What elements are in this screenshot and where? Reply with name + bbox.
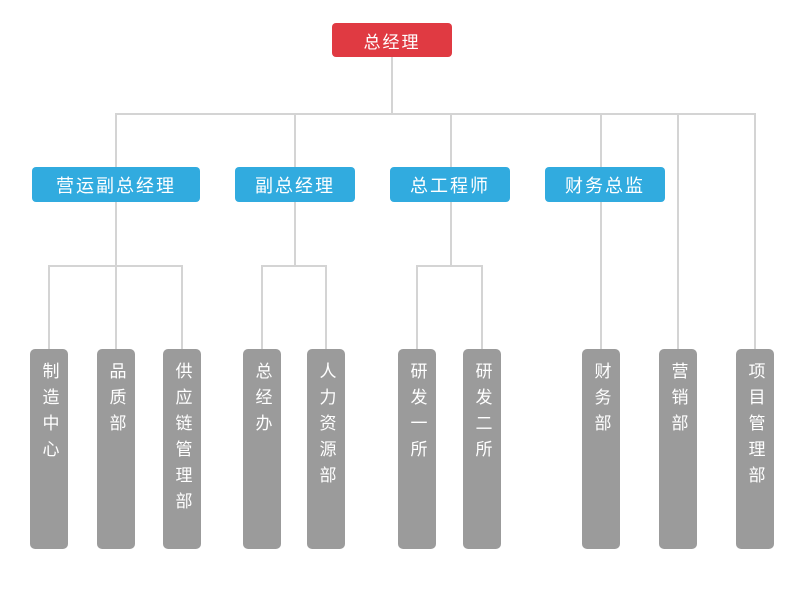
node-general-manager[interactable]: 总经理 (332, 23, 452, 57)
connector-operations-stem (115, 202, 117, 267)
dept-marketing[interactable]: 营销部 (659, 349, 697, 549)
connector-drop-supply-chain (181, 266, 183, 350)
connector-drop-manufacturing (48, 266, 50, 350)
node-general-manager-label: 总经理 (363, 32, 421, 52)
connector-drop-rd-institute-2 (481, 266, 483, 350)
connector-top-horizontal (115, 113, 756, 115)
dept-supply-chain-label: 供应链管理部 (172, 362, 192, 518)
node-deputy-gm-label: 副总经理 (255, 175, 335, 196)
dept-rd-institute-1-label: 研发一所 (407, 362, 427, 466)
dept-quality[interactable]: 品质部 (97, 349, 135, 549)
node-finance-director-label: 财务总监 (565, 175, 645, 196)
connector-drop-operations-vp (115, 114, 117, 167)
dept-finance[interactable]: 财务部 (582, 349, 620, 549)
dept-manufacturing-center[interactable]: 制造中心 (30, 349, 68, 549)
node-chief-engineer-label: 总工程师 (410, 175, 490, 196)
connector-drop-quality (115, 266, 117, 350)
connector-drop-marketing (677, 114, 679, 350)
connector-chief-stem (450, 202, 452, 267)
connector-root-stem (391, 57, 393, 115)
dept-hr-label: 人力资源部 (316, 362, 336, 492)
connector-drop-hr (325, 266, 327, 350)
node-operations-vp-label: 营运副总经理 (56, 175, 176, 196)
connector-drop-project-management (754, 114, 756, 350)
connector-drop-finance-director (600, 114, 602, 167)
dept-gm-office[interactable]: 总经办 (243, 349, 281, 549)
dept-gm-office-label: 总经办 (252, 362, 272, 440)
connector-drop-deputy-gm (294, 114, 296, 167)
node-chief-engineer[interactable]: 总工程师 (390, 167, 510, 202)
dept-hr[interactable]: 人力资源部 (307, 349, 345, 549)
connector-drop-chief-engineer (450, 114, 452, 167)
connector-chief-horizontal (416, 265, 483, 267)
dept-project-management-label: 项目管理部 (745, 362, 765, 492)
dept-marketing-label: 营销部 (668, 362, 688, 440)
node-deputy-gm[interactable]: 副总经理 (235, 167, 355, 202)
connector-drop-gm-office (261, 266, 263, 350)
dept-rd-institute-1[interactable]: 研发一所 (398, 349, 436, 549)
dept-rd-institute-2-label: 研发二所 (472, 362, 492, 466)
dept-rd-institute-2[interactable]: 研发二所 (463, 349, 501, 549)
dept-finance-label: 财务部 (591, 362, 611, 440)
node-operations-vp[interactable]: 营运副总经理 (32, 167, 200, 202)
node-finance-director[interactable]: 财务总监 (545, 167, 665, 202)
connector-deputy-horizontal (261, 265, 327, 267)
dept-manufacturing-center-label: 制造中心 (39, 362, 59, 466)
dept-quality-label: 品质部 (106, 362, 126, 440)
connector-drop-rd-institute-1 (416, 266, 418, 350)
dept-supply-chain[interactable]: 供应链管理部 (163, 349, 201, 549)
connector-deputy-stem (294, 202, 296, 267)
connector-finance-stem (600, 202, 602, 350)
dept-project-management[interactable]: 项目管理部 (736, 349, 774, 549)
